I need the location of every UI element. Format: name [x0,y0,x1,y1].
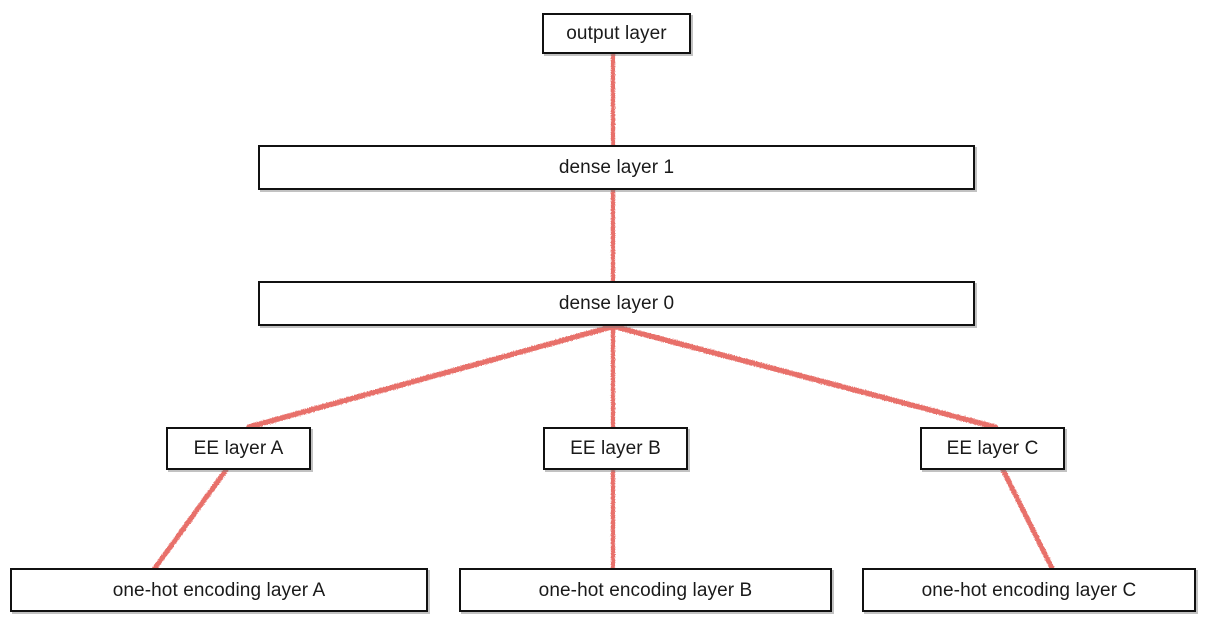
node-one-hot-encoding-layer-a[interactable]: one-hot encoding layer A [10,568,428,612]
node-one-hot-encoding-layer-b[interactable]: one-hot encoding layer B [459,568,832,612]
node-ee-layer-c[interactable]: EE layer C [920,427,1065,470]
node-ee-layer-a[interactable]: EE layer A [166,427,311,470]
node-output-layer[interactable]: output layer [542,13,691,54]
edge-onehot-c-to-ee-c [1000,467,1055,571]
edge-ee-c-to-dense0 [613,324,998,430]
node-ee-layer-b[interactable]: EE layer B [543,427,688,470]
edge-ee-a-to-dense0 [246,324,614,430]
node-one-hot-encoding-layer-c-label: one-hot encoding layer C [921,579,1137,601]
edge-onehot-a-to-ee-a [152,467,229,571]
node-ee-layer-a-label: EE layer A [193,438,284,459]
node-dense-layer-1[interactable]: dense layer 1 [258,145,975,190]
node-dense-layer-0-label: dense layer 0 [558,293,675,314]
node-ee-layer-c-label: EE layer C [946,438,1039,459]
node-output-layer-label: output layer [566,23,667,44]
node-one-hot-encoding-layer-c[interactable]: one-hot encoding layer C [862,568,1196,612]
node-ee-layer-b-label: EE layer B [570,438,661,459]
node-dense-layer-0[interactable]: dense layer 0 [258,281,975,326]
node-dense-layer-1-label: dense layer 1 [558,157,675,178]
node-one-hot-encoding-layer-b-label: one-hot encoding layer B [538,579,753,601]
node-one-hot-encoding-layer-a-label: one-hot encoding layer A [112,579,326,601]
